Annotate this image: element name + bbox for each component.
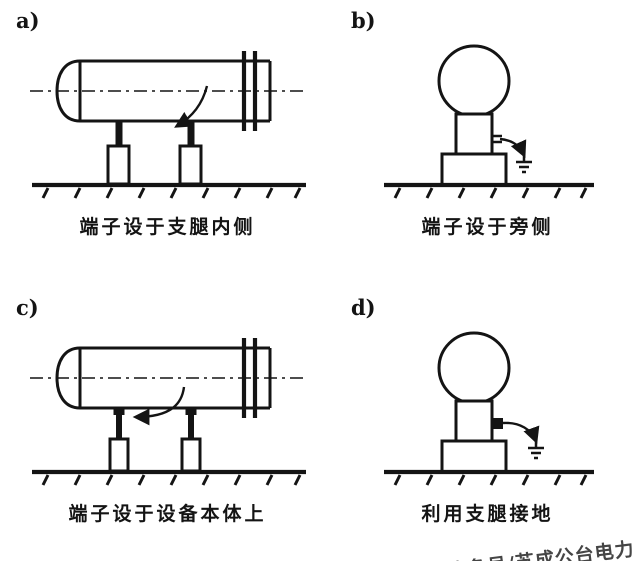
ground-line — [383, 182, 594, 199]
vessel-pedestal — [440, 439, 507, 474]
body-terminal-right — [185, 408, 196, 415]
horizontal-tank-diagram-a — [29, 51, 306, 199]
panel-a-caption: 端子设于支腿内侧 — [79, 216, 256, 238]
panel-d-caption: 利用支腿接地 — [421, 503, 554, 525]
vertical-vessel-diagram-d — [383, 331, 594, 486]
vessel-sphere — [437, 44, 510, 118]
panel-d: d) 利用支腿接地 — [335, 287, 640, 561]
panel-b: b) 端子设于旁侧 — [335, 0, 640, 287]
panel-c-label: c) — [16, 295, 39, 320]
panel-d-label: d) — [351, 295, 376, 320]
arrow-to-ground — [502, 421, 539, 445]
vertical-vessel-diagram-b — [383, 44, 594, 199]
vessel-column — [454, 112, 493, 156]
support-legs — [108, 408, 201, 473]
arrow-to-ground — [499, 137, 526, 159]
support-legs — [106, 121, 202, 186]
ground-line — [383, 469, 594, 486]
vessel-pedestal — [440, 152, 507, 187]
ground-symbol — [515, 155, 532, 174]
vessel-column — [454, 399, 493, 443]
panel-c-caption: 端子设于设备本体上 — [68, 503, 267, 525]
panel-a-label: a) — [16, 8, 40, 33]
panel-a: a) — [0, 0, 335, 287]
ground-symbol — [527, 441, 544, 460]
body-terminal-left — [113, 408, 124, 415]
arrow-to-body-terminal — [132, 386, 185, 426]
horizontal-tank-diagram-c — [29, 338, 306, 486]
panel-c: c) — [0, 287, 335, 561]
arrow-to-terminal — [173, 85, 208, 128]
panel-b-caption: 端子设于旁侧 — [421, 216, 554, 238]
vessel-body — [437, 331, 510, 474]
ground-line — [31, 182, 306, 199]
vessel-body — [437, 44, 510, 187]
side-terminal — [491, 134, 502, 144]
panel-b-label: b) — [351, 8, 376, 33]
ground-line — [31, 469, 306, 486]
leg-terminal-block — [491, 418, 503, 429]
tank-body — [54, 338, 271, 418]
vessel-sphere — [437, 331, 510, 405]
